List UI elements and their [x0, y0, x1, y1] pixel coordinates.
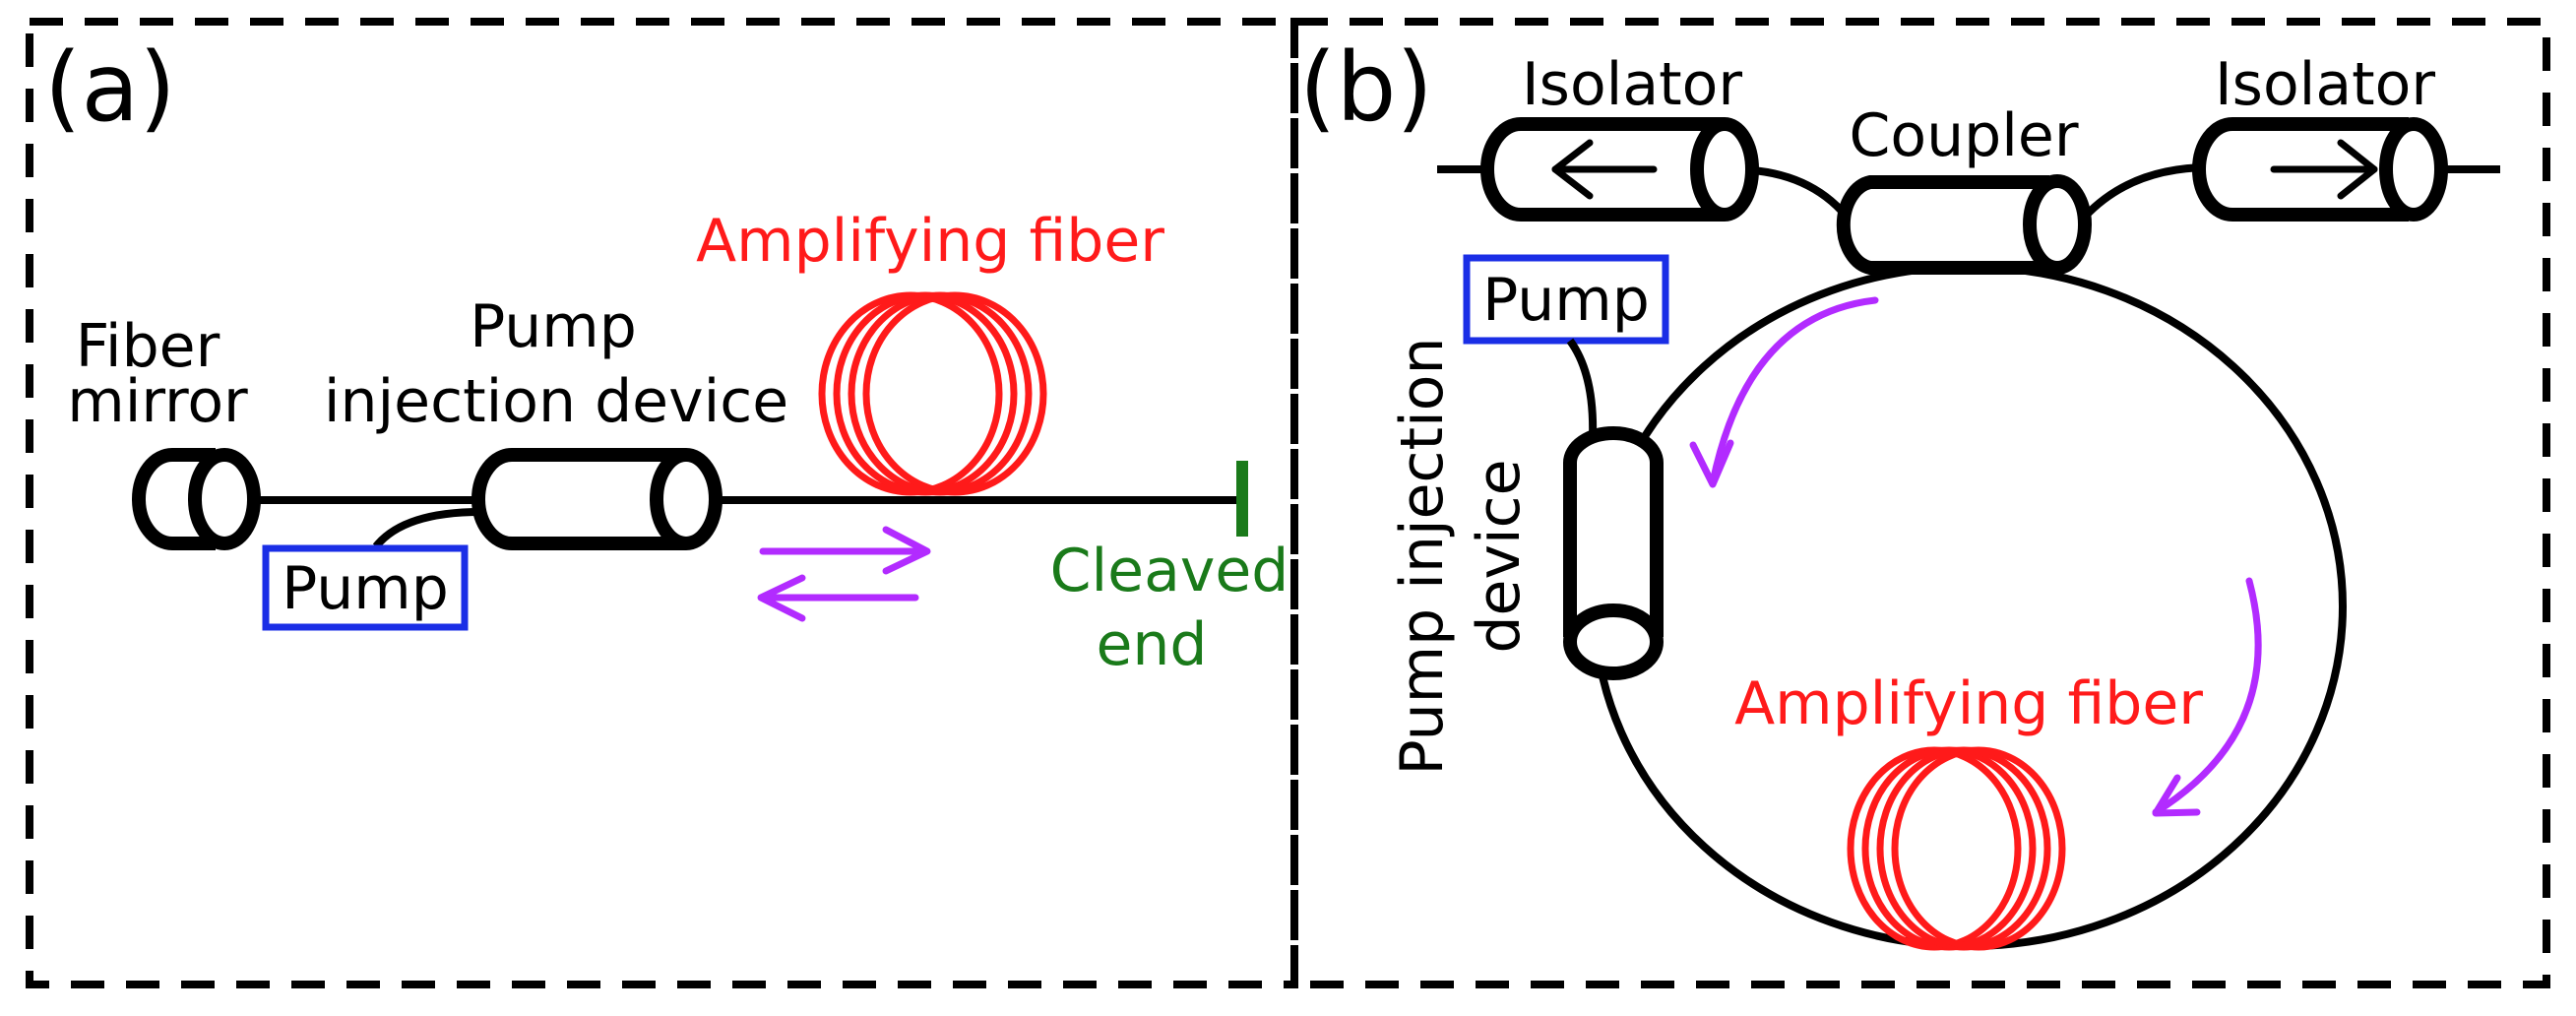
- panel-b-tag: (b): [1299, 32, 1433, 143]
- pump-box-a: [262, 544, 469, 631]
- fiber-ring: [1591, 263, 2347, 950]
- propagation-arrows-b: [1689, 296, 2262, 817]
- panel-a-pump-lead: [372, 508, 481, 549]
- arrow-ring-top-head: [1689, 439, 1734, 488]
- pump-box-b: [1463, 254, 1669, 345]
- pump-injection-device-a: [471, 448, 723, 550]
- arrow-ring-top: [1709, 296, 1879, 486]
- isolator-right-label: Isolator: [2215, 50, 2435, 119]
- propagation-arrows-a: [757, 526, 931, 622]
- pump-injection-label-line2: injection device: [324, 367, 788, 436]
- isolator-left-label: Isolator: [1522, 50, 1742, 119]
- panel-frames: [26, 18, 2550, 988]
- pump-injection-label-b-line2: device: [1465, 459, 1534, 653]
- isolator-right-arrow: [2270, 139, 2378, 200]
- panel-b-frame: [1290, 18, 2550, 988]
- pump-injection-label-b-line1: Pump injection: [1388, 338, 1457, 776]
- pump-injection-device-b: [1563, 426, 1664, 680]
- arrow-ring-right-head: [2152, 774, 2201, 817]
- fiber-mirror-label-line1: Fiber: [76, 312, 220, 381]
- pump-injection-label-line1: Pump: [470, 292, 637, 361]
- arrow-ring-right: [2152, 577, 2262, 816]
- isolator-left: [1480, 117, 1759, 222]
- amplifying-fiber-label-a: Amplifying fiber: [696, 207, 1164, 276]
- cleaved-end-label-line1: Cleaved: [1050, 537, 1289, 605]
- fiber-mirror-label-line2: mirror: [67, 367, 248, 436]
- coupler-label: Coupler: [1850, 101, 2079, 170]
- isolator-right: [2192, 117, 2448, 222]
- coupler: [1836, 174, 2092, 275]
- pump-label-a: Pump: [282, 554, 449, 623]
- cleaved-end-label-line2: end: [1096, 610, 1207, 679]
- panel-a-frame: [26, 18, 1298, 988]
- panel-a-tag: (a): [44, 32, 176, 143]
- pump-label-b: Pump: [1482, 266, 1650, 335]
- isolator-left-arrow: [1551, 139, 1658, 200]
- fiber-mirror: [132, 448, 261, 550]
- panel-b-pump-lead: [1566, 338, 1598, 439]
- amplifying-fiber-label-b: Amplifying fiber: [1734, 669, 2203, 738]
- amplifying-fiber-coil-b: [1847, 746, 2066, 951]
- amplifying-fiber-coil-a: [818, 291, 1047, 496]
